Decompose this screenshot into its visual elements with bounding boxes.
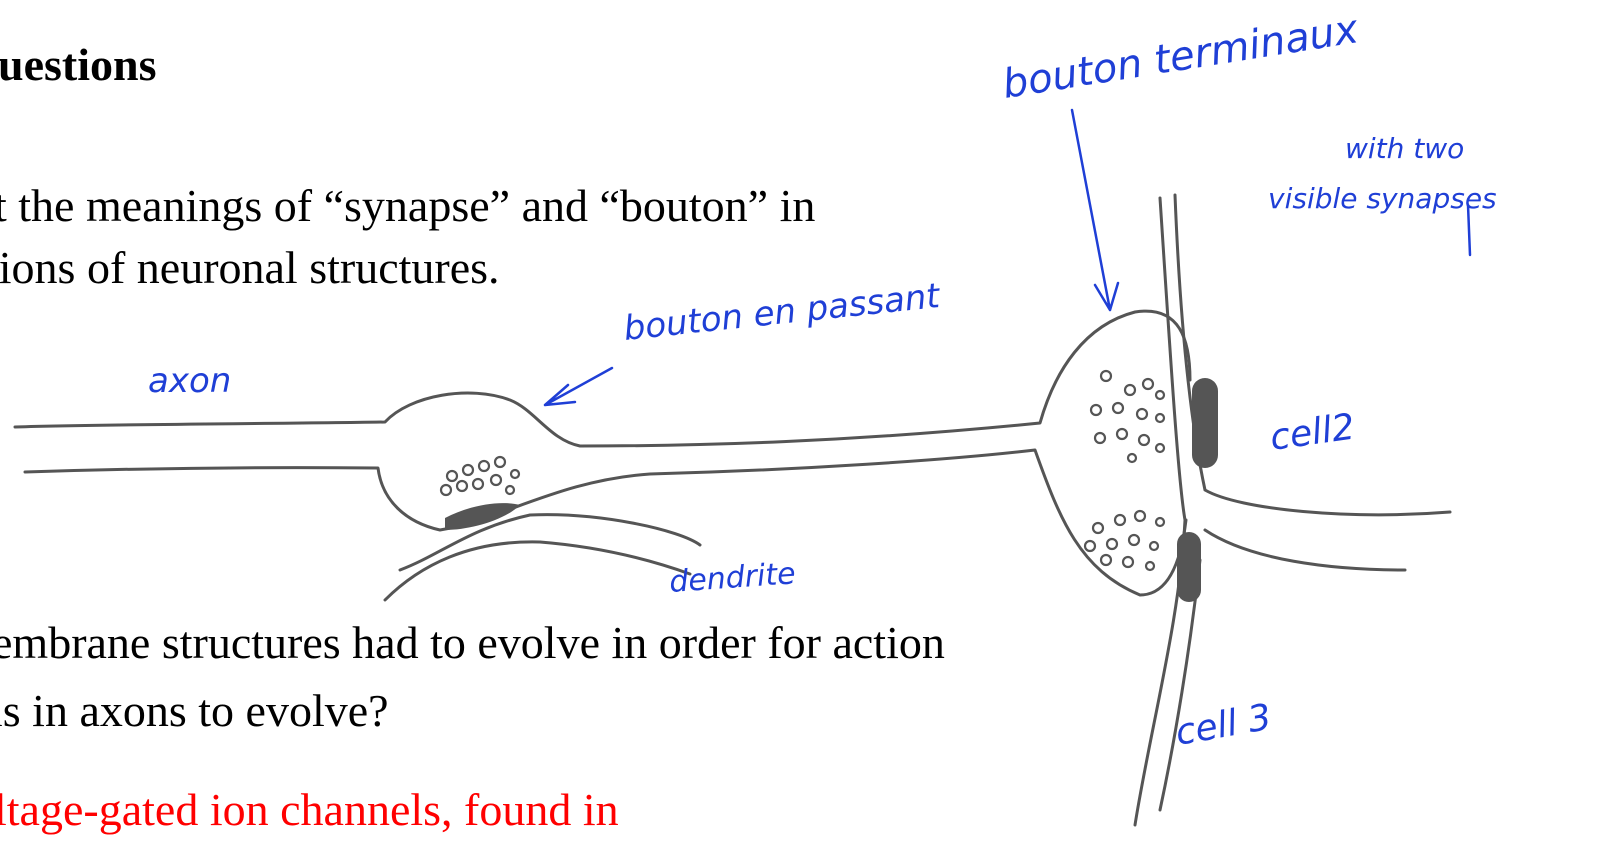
bracket-stroke — [1466, 203, 1472, 257]
vesicles-terminal-lower — [1083, 509, 1166, 572]
synapse-density-terminal-2 — [1177, 532, 1201, 602]
label-bouton-en-passant: bouton en passant — [622, 276, 943, 349]
label-with-two: with two — [1345, 132, 1464, 165]
synapse-density-terminal-1 — [1192, 378, 1218, 468]
label-cell2: cell2 — [1268, 407, 1358, 459]
vesicles-passant — [439, 455, 521, 497]
label-cell3: cell 3 — [1172, 697, 1274, 754]
answer-line-1: ltage-gated ion channels, found in — [0, 784, 619, 835]
question-1-line-1: t the meanings of “synapse” and “bouton”… — [0, 180, 816, 231]
label-bouton-terminaux: bouton terminaux — [999, 6, 1361, 108]
question-2-line-1: embrane structures had to evolve in orde… — [0, 617, 945, 668]
axon-lower-contour — [23, 448, 1188, 597]
label-dendrite: dendrite — [668, 556, 797, 600]
slide-heading: uestions — [0, 39, 157, 90]
vesicles-terminal-upper — [1089, 369, 1166, 464]
question-2-line-2: ls in axons to evolve? — [0, 685, 389, 736]
label-axon: axon — [148, 361, 231, 401]
cell-membrane-left — [1133, 196, 1187, 827]
synapse-density-passant — [445, 503, 520, 530]
dendrite-lower-contour — [383, 540, 692, 602]
label-visible-synapses: visible synapses — [1268, 182, 1497, 215]
cell-membrane-right — [1173, 193, 1452, 517]
arrow-to-terminal — [1070, 108, 1120, 312]
dendrite-upper-contour — [398, 513, 702, 572]
arrow-to-passant — [543, 366, 614, 407]
question-1-line-2: tions of neuronal structures. — [0, 242, 500, 293]
axon-upper-contour — [13, 309, 1192, 448]
